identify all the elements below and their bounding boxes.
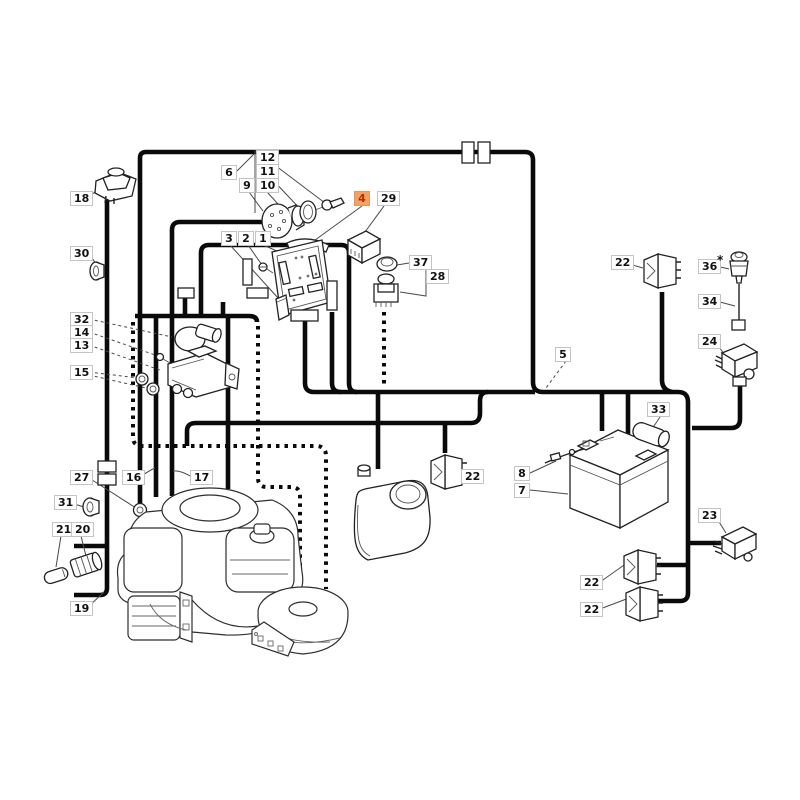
ignition-switch-drawing [261, 197, 345, 239]
callout-28: 28 [426, 269, 450, 284]
callout-20: 20 [71, 522, 95, 537]
callout-22-lower-a: 22 [580, 575, 604, 590]
grommet-30-drawing [89, 261, 105, 281]
switch-22-top-right-drawing [643, 253, 681, 289]
harness-wires [74, 149, 743, 604]
callout-22-lower-b: 22 [580, 602, 604, 617]
inline-connectors [97, 141, 491, 486]
callout-18: 18 [70, 191, 94, 206]
callout-13: 13 [70, 338, 94, 353]
callout-11: 11 [256, 164, 280, 179]
callout-33: 33 [647, 402, 671, 417]
callout-12: 12 [256, 150, 280, 165]
oil-sensor-36-drawing [729, 251, 749, 284]
hidden-wires-dotted [131, 312, 386, 589]
callout-6: 6 [221, 165, 237, 180]
callout-9: 9 [239, 178, 255, 193]
grommet-31-drawing [82, 497, 100, 517]
callout-16: 16 [122, 470, 146, 485]
callout-5: 5 [555, 347, 571, 362]
rocker-switch-18-drawing [94, 167, 137, 204]
switch-22-lower-a-drawing [623, 549, 661, 585]
relay-29-drawing [346, 230, 382, 265]
callout-15: 15 [70, 365, 94, 380]
clutch-drawing [251, 586, 349, 657]
callout-2: 2 [238, 231, 254, 246]
callout-10: 10 [256, 178, 280, 193]
callout-19: 19 [70, 601, 94, 616]
callout-3: 3 [221, 231, 237, 246]
fuel-tank-drawing [353, 464, 431, 561]
fuel-sensor-drawing [373, 256, 399, 307]
callout-29: 29 [377, 191, 401, 206]
callout-7: 7 [514, 483, 530, 498]
switch-22-lower-b-drawing [625, 586, 663, 622]
callout-30: 30 [70, 246, 94, 261]
callout-27: 27 [70, 470, 94, 485]
callout-36: 36 [698, 259, 722, 274]
engine-drawing [116, 487, 304, 643]
callout-34: 34 [698, 294, 722, 309]
battery-drawing [544, 422, 670, 530]
callout-17: 17 [190, 470, 214, 485]
callout-37: 37 [409, 255, 433, 270]
relay-23-drawing [712, 526, 758, 562]
wire-34-drawing [731, 284, 746, 331]
callout-31: 31 [54, 495, 78, 510]
callout-4-highlighted: 4 [354, 191, 370, 206]
callout-22-tank: 22 [461, 469, 485, 484]
callout-36-asterisk: * [717, 253, 724, 267]
callout-22-top: 22 [611, 255, 635, 270]
callout-24: 24 [698, 334, 722, 349]
control-board-drawing [258, 239, 332, 321]
relay-24-drawing [714, 343, 759, 387]
bulb-and-holder-drawing [43, 551, 103, 585]
callout-1: 1 [255, 231, 271, 246]
callout-8: 8 [514, 466, 530, 481]
callout-23: 23 [698, 508, 722, 523]
solenoid-assembly-drawing [135, 323, 240, 399]
